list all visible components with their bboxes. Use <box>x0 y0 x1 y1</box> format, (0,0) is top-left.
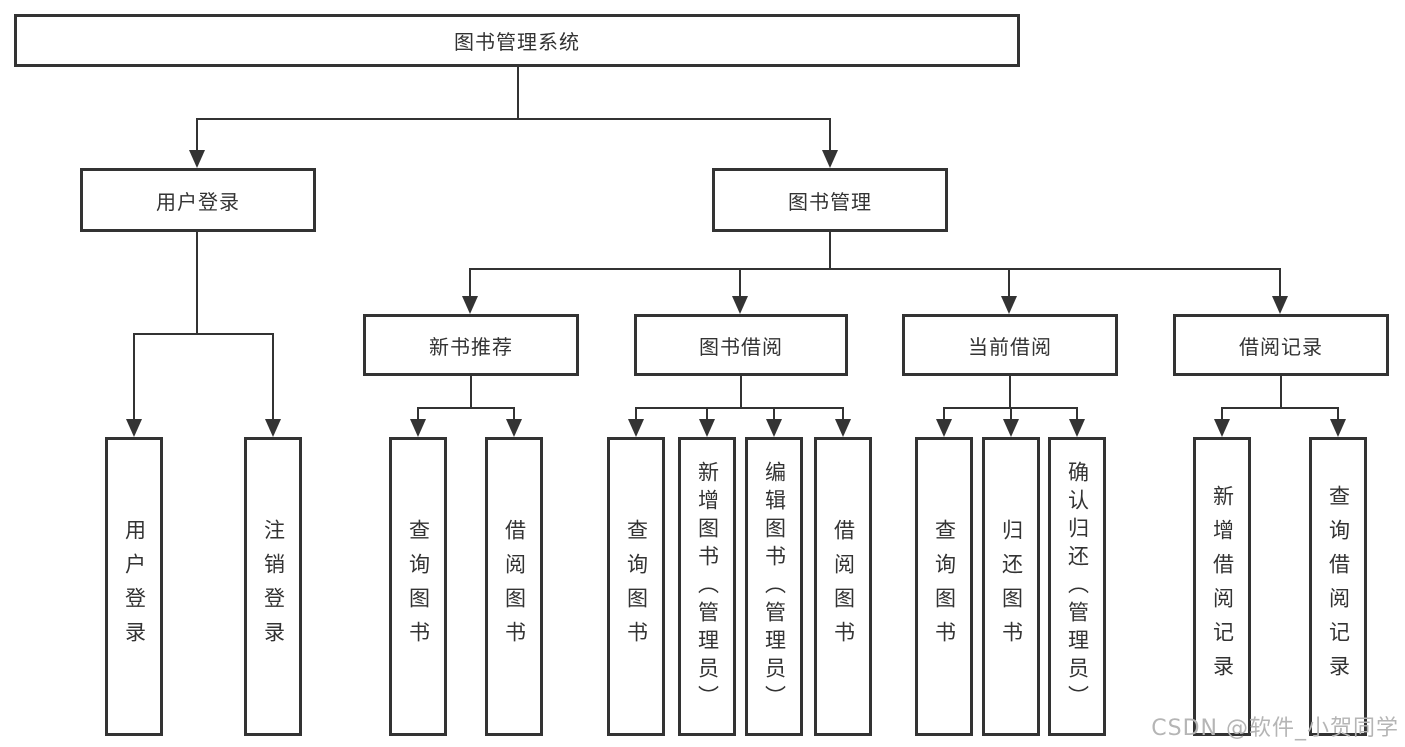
connector-line <box>1280 376 1282 409</box>
connector-line <box>1279 268 1281 296</box>
connector-line <box>469 268 1281 270</box>
node-label: 归还图书 <box>999 518 1024 655</box>
arrow-down-icon <box>835 419 851 437</box>
connector-line <box>272 333 274 419</box>
arrow-down-icon <box>699 419 715 437</box>
node-library-management-system: 图书管理系统 <box>14 14 1020 67</box>
node-label: 用户登录 <box>156 189 240 214</box>
arrow-down-icon <box>766 419 782 437</box>
leaf-query-books: 查询图书 <box>607 437 665 736</box>
connector-line <box>1076 407 1078 419</box>
node-borrowing-records: 借阅记录 <box>1173 314 1389 376</box>
node-label: 图书借阅 <box>699 334 783 359</box>
arrow-down-icon <box>189 150 205 168</box>
node-label: 注销登录 <box>261 518 286 655</box>
node-label: 查询借阅记录 <box>1326 484 1351 689</box>
node-label: 编辑图书（管理员） <box>762 460 787 713</box>
leaf-edit-books-admin: 编辑图书（管理员） <box>745 437 803 736</box>
connector-line <box>196 118 198 150</box>
connector-line <box>773 407 775 419</box>
arrow-down-icon <box>1330 419 1346 437</box>
arrow-down-icon <box>1214 419 1230 437</box>
connector-line <box>635 407 637 419</box>
leaf-add-borrow-record: 新增借阅记录 <box>1193 437 1251 736</box>
connector-line <box>635 407 844 409</box>
connector-line <box>1009 376 1011 409</box>
node-label: 借阅图书 <box>502 518 527 655</box>
node-label: 查询图书 <box>406 518 431 655</box>
arrow-down-icon <box>506 419 522 437</box>
connector-line <box>417 407 419 419</box>
arrow-down-icon <box>265 419 281 437</box>
node-label: 借阅记录 <box>1239 334 1323 359</box>
connector-line <box>739 268 741 296</box>
connector-line <box>1010 407 1012 419</box>
arrow-down-icon <box>628 419 644 437</box>
arrow-down-icon <box>822 150 838 168</box>
arrow-down-icon <box>732 296 748 314</box>
leaf-add-books-admin: 新增图书（管理员） <box>678 437 736 736</box>
connector-line <box>943 407 945 419</box>
connector-line <box>196 232 198 335</box>
connector-line <box>842 407 844 419</box>
node-label: 确认归还（管理员） <box>1065 460 1090 713</box>
leaf-return-books: 归还图书 <box>982 437 1040 736</box>
arrow-down-icon <box>1001 296 1017 314</box>
node-label: 图书管理系统 <box>454 30 580 54</box>
connector-line <box>196 118 831 120</box>
connector-line <box>740 376 742 409</box>
node-label: 查询图书 <box>932 518 957 655</box>
connector-line <box>1008 268 1010 296</box>
connector-line <box>470 376 472 409</box>
node-label: 当前借阅 <box>968 334 1052 359</box>
node-label: 新增图书（管理员） <box>695 460 720 713</box>
node-label: 新书推荐 <box>429 334 513 359</box>
leaf-logout: 注销登录 <box>244 437 302 736</box>
arrow-down-icon <box>462 296 478 314</box>
leaf-borrow-books: 借阅图书 <box>814 437 872 736</box>
leaf-user-login: 用户登录 <box>105 437 163 736</box>
node-new-book-recommendation: 新书推荐 <box>363 314 579 376</box>
node-user-login: 用户登录 <box>80 168 316 232</box>
leaf-query-books: 查询图书 <box>915 437 973 736</box>
node-label: 新增借阅记录 <box>1210 484 1235 689</box>
connector-line <box>133 333 135 419</box>
connector-line <box>829 118 831 150</box>
node-current-borrowing: 当前借阅 <box>902 314 1118 376</box>
connector-line <box>513 407 515 419</box>
node-label: 查询图书 <box>624 518 649 655</box>
leaf-query-books: 查询图书 <box>389 437 447 736</box>
connector-line <box>417 407 515 409</box>
connector-line <box>706 407 708 419</box>
node-book-borrowing: 图书借阅 <box>634 314 848 376</box>
leaf-borrow-books: 借阅图书 <box>485 437 543 736</box>
connector-line <box>1337 407 1339 419</box>
connector-line <box>133 333 274 335</box>
connector-line <box>469 268 471 296</box>
watermark: CSDN @软件_小贺同学 <box>1151 716 1399 741</box>
arrow-down-icon <box>1272 296 1288 314</box>
arrow-down-icon <box>1069 419 1085 437</box>
arrow-down-icon <box>410 419 426 437</box>
arrow-down-icon <box>1003 419 1019 437</box>
connector-line <box>517 67 519 119</box>
connector-line <box>1221 407 1339 409</box>
connector-line <box>829 232 831 270</box>
node-label: 借阅图书 <box>831 518 856 655</box>
leaf-query-borrow-record: 查询借阅记录 <box>1309 437 1367 736</box>
arrow-down-icon <box>936 419 952 437</box>
node-label: 用户登录 <box>122 518 147 655</box>
node-label: 图书管理 <box>788 189 872 214</box>
connector-line <box>1221 407 1223 419</box>
leaf-confirm-return-admin: 确认归还（管理员） <box>1048 437 1106 736</box>
node-book-management: 图书管理 <box>712 168 948 232</box>
arrow-down-icon <box>126 419 142 437</box>
